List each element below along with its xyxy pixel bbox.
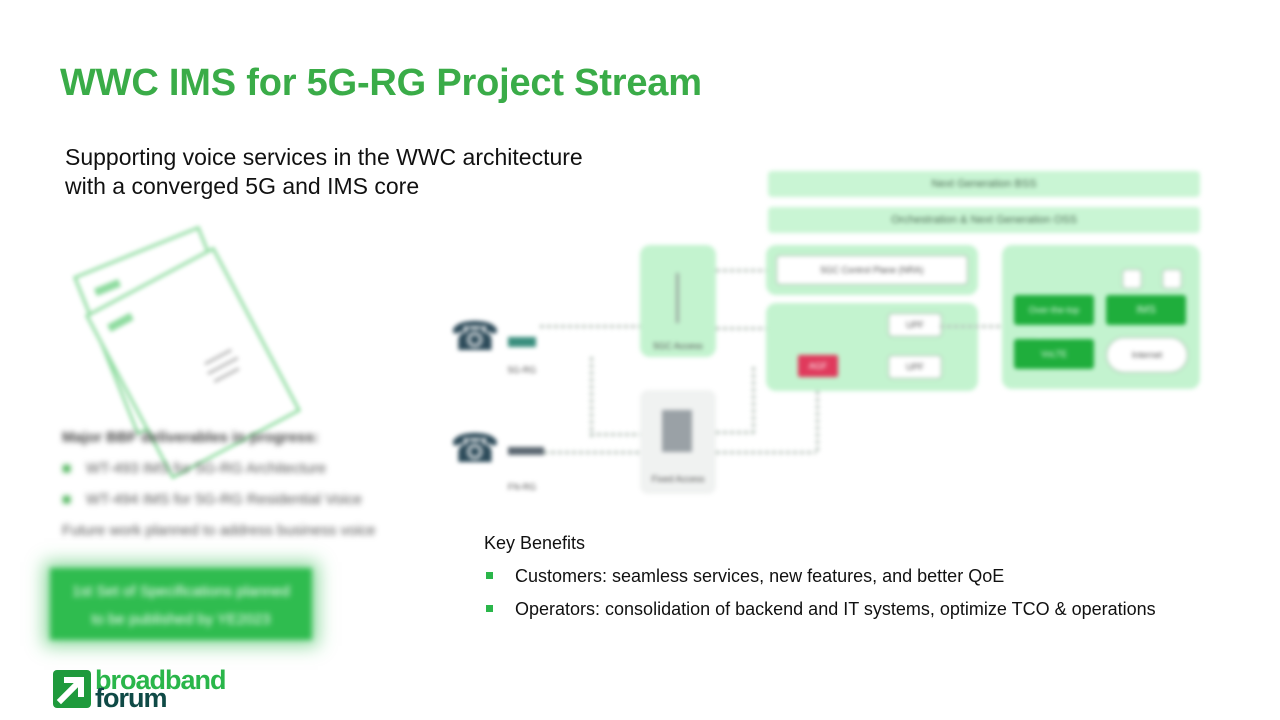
wireless-access-label: 5GC Access — [653, 341, 703, 351]
connector-line — [816, 391, 819, 453]
ims-box: IMS — [1106, 295, 1186, 325]
upf-box-1: UPF — [888, 313, 942, 337]
bullet-icon — [486, 605, 493, 613]
bullet-icon: ■ — [62, 491, 72, 508]
key-benefits: Key Benefits Customers: seamless service… — [484, 532, 1156, 631]
benefit-item: Operators: consolidation of backend and … — [484, 598, 1156, 631]
agf-box: AGF — [798, 355, 838, 377]
broadband-forum-logo: broadband forum — [53, 665, 253, 713]
connector-line — [752, 367, 755, 433]
5gc-control-panel: 5GC Control Plane (NRA) — [766, 245, 978, 295]
telephone-icon: ☎ — [450, 427, 500, 471]
architecture-diagram: Next Generation BSS Orchestration & Next… — [440, 165, 1210, 505]
connector-line — [590, 433, 640, 436]
5gc-user-plane-panel: UPF UPF AGF — [766, 303, 978, 391]
specifications-callout: 1st Set of Specifications planned to be … — [50, 568, 312, 640]
orchestration-oss-bar: Orchestration & Next Generation OSS — [768, 207, 1200, 233]
deliverable-item: ■WT-494 IMS for 5G-RG Residential Voice — [62, 484, 376, 515]
fn-rg-device-icon — [508, 447, 544, 455]
document-illustration — [60, 210, 310, 480]
volte-box: VoLTE — [1014, 339, 1094, 369]
deliverables-block: Major BBF deliverables in progress: ■WT-… — [62, 422, 376, 546]
key-benefits-heading: Key Benefits — [484, 533, 586, 553]
server-icon — [1162, 269, 1182, 289]
services-panel: Over-the-top Services IMS VoLTE Internet — [1002, 245, 1200, 389]
callout-line-1: 1st Set of Specifications planned — [72, 583, 290, 600]
connector-line — [590, 357, 593, 437]
connector-line — [716, 269, 766, 272]
5g-rg-device-icon — [508, 337, 536, 347]
internet-cloud-icon: Internet — [1106, 337, 1188, 373]
subtitle-line-2: with a converged 5G and IMS core — [65, 173, 420, 199]
fn-rg-label: FN-RG — [507, 482, 537, 492]
upf-box-2: UPF — [888, 355, 942, 379]
fixed-access-node: Fixed Access — [640, 390, 716, 494]
connector-line — [716, 327, 766, 330]
connector-line — [940, 325, 1002, 328]
logo-arrow-icon — [53, 670, 91, 708]
bullet-icon: ■ — [62, 460, 72, 477]
slide-title: WWC IMS for 5G-RG Project Stream — [60, 62, 702, 104]
deliverables-footer: Future work planned to address business … — [62, 522, 376, 539]
benefit-item: Customers: seamless services, new featur… — [484, 565, 1156, 598]
5g-rg-label: 5G-RG — [507, 365, 537, 375]
control-plane-box: 5GC Control Plane (NRA) — [776, 255, 968, 285]
connector-line — [540, 325, 640, 328]
telephone-icon: ☎ — [450, 315, 500, 359]
next-generation-bss-bar: Next Generation BSS — [768, 171, 1200, 197]
ott-services-box: Over-the-top Services — [1014, 295, 1094, 345]
logo-text-forum: forum — [95, 683, 167, 713]
callout-line-2: to be published by YE2023 — [91, 611, 271, 628]
logo-text-broadband: broadband — [95, 665, 226, 695]
subtitle-line-1: Supporting voice services in the WWC arc… — [65, 144, 583, 170]
connector-line — [544, 451, 640, 454]
bullet-icon — [486, 572, 493, 580]
olt-device-icon — [662, 410, 692, 452]
connector-line — [716, 431, 754, 434]
server-icon — [1122, 269, 1142, 289]
deliverables-heading: Major BBF deliverables in progress: — [62, 429, 319, 446]
deliverable-item: ■WT-493 IMS for 5G-RG Architecture — [62, 453, 376, 484]
connector-line — [716, 451, 816, 454]
fixed-access-label: Fixed Access — [651, 474, 705, 484]
slide-subtitle: Supporting voice services in the WWC arc… — [65, 143, 583, 201]
wireless-access-panel: 5GC Access — [640, 245, 716, 357]
